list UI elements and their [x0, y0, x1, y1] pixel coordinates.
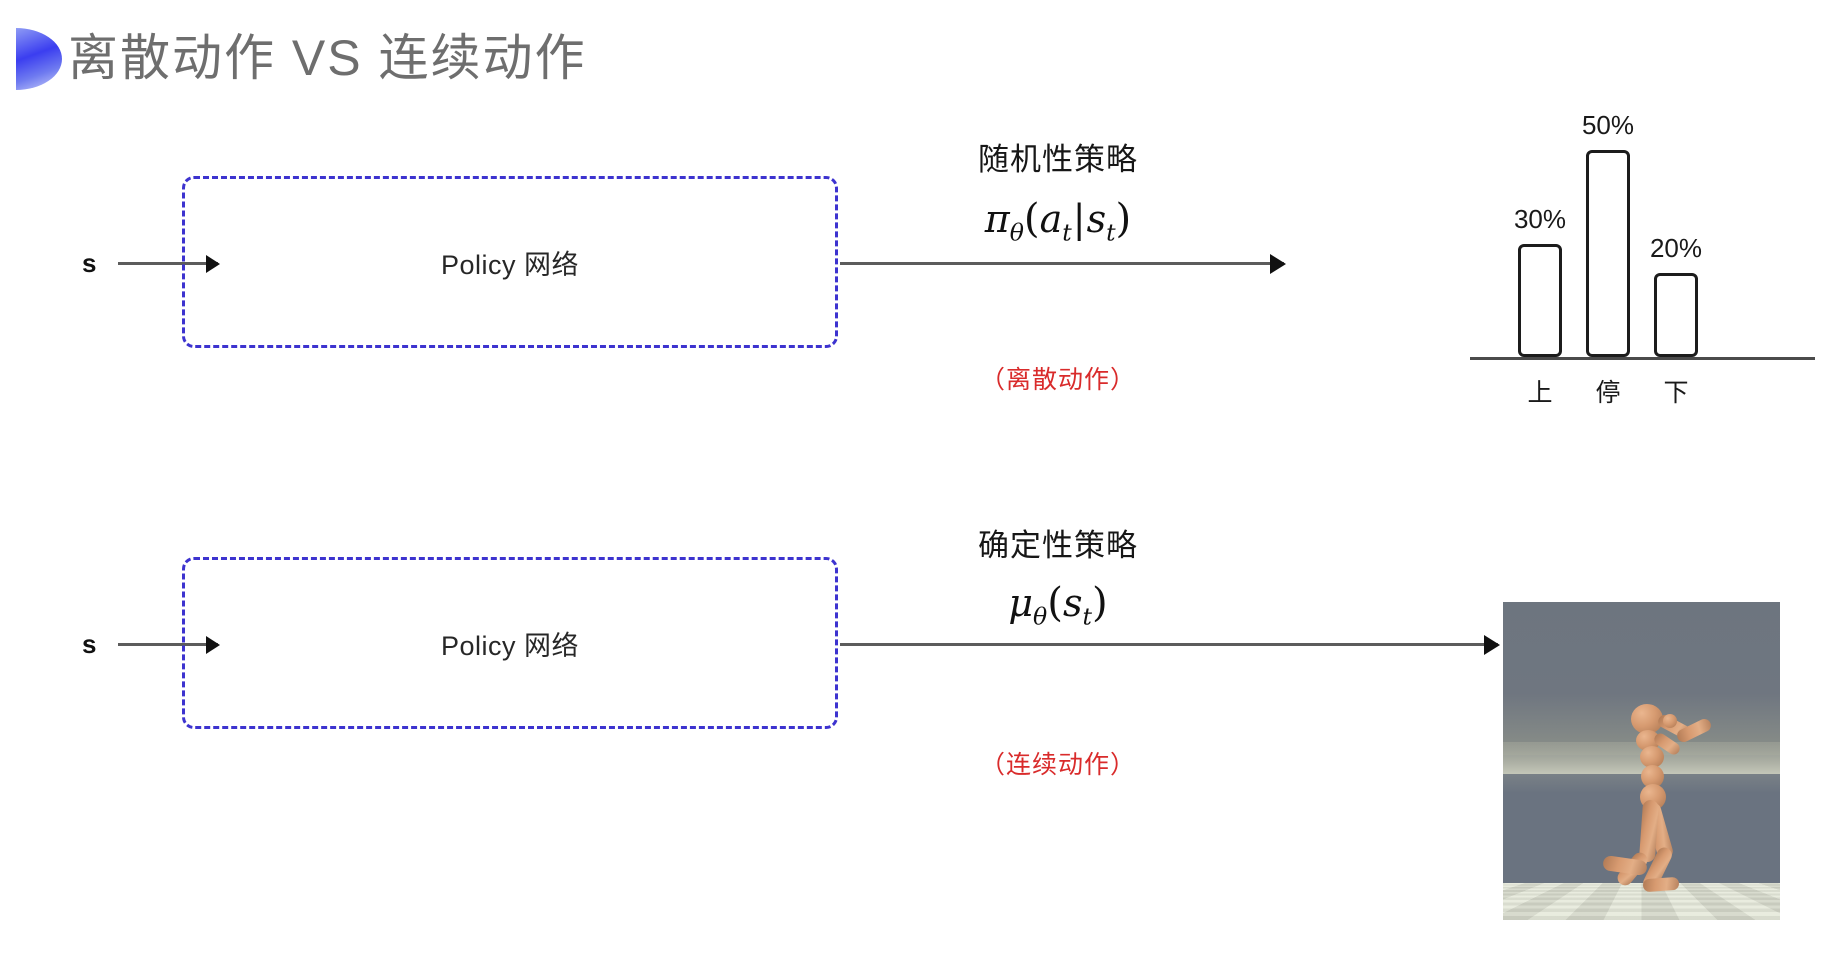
formula-open-paren-discrete: ( [1023, 196, 1040, 242]
input-label-discrete: s [82, 248, 97, 278]
policy-network-box-continuous[interactable]: Policy 网络 [182, 557, 838, 729]
formula-theta-discrete: θ [1009, 218, 1024, 247]
arrow-policy-to-output-continuous [840, 643, 1498, 646]
title-accent-shape [16, 28, 62, 90]
formula-theta-continuous: θ [1033, 602, 1048, 631]
formula-action-discrete: a [1039, 197, 1063, 241]
policy-formula-continuous: μθ(st) [968, 580, 1148, 631]
sim-checkerboard-floor [1503, 882, 1780, 920]
formula-action-sub-discrete: t [1062, 218, 1072, 247]
bar-category-2: 下 [1663, 379, 1689, 407]
bar-category-0: 上 [1527, 379, 1553, 407]
bar-0 [1518, 244, 1562, 357]
bar-value-1: 50% [1581, 110, 1635, 140]
input-label-continuous: s [82, 629, 97, 659]
formula-state-continuous: s [1062, 581, 1083, 625]
formula-state-sub-continuous: t [1082, 602, 1092, 631]
humanoid-torso-upper [1636, 730, 1660, 751]
arrow-input-to-policy-continuous [118, 643, 218, 646]
arrow-policy-to-output-discrete [840, 262, 1284, 265]
formula-state-sub-discrete: t [1106, 218, 1116, 247]
action-probability-bar-chart: 30% 上 50% 停 20% 下 [1470, 108, 1830, 408]
bar-value-0: 30% [1513, 204, 1567, 234]
humanoid-simulation-image [1503, 602, 1780, 920]
annotation-heading-discrete: 随机性策略 [978, 142, 1138, 177]
chart-baseline-axis [1470, 357, 1815, 360]
bar-category-1: 停 [1595, 379, 1621, 407]
bar-2 [1654, 273, 1698, 357]
bar-value-2: 20% [1649, 233, 1703, 263]
formula-close-paren-continuous: ) [1091, 580, 1108, 626]
humanoid-torso-mid [1640, 746, 1664, 768]
formula-fn-discrete: π [984, 197, 1010, 241]
formula-open-paren-continuous: ( [1047, 580, 1063, 626]
humanoid-foot-front [1642, 876, 1680, 893]
bar-1 [1586, 150, 1630, 357]
formula-state-discrete: s [1086, 197, 1107, 241]
formula-fn-continuous: μ [1008, 581, 1034, 625]
policy-formula-discrete: πθ(at|st) [968, 196, 1148, 247]
page-title: 离散动作 VS 连续动作 [68, 30, 587, 86]
policy-network-box-discrete[interactable]: Policy 网络 [182, 176, 838, 348]
humanoid-hand-front [1663, 714, 1677, 728]
action-type-note-discrete: （离散动作） [979, 366, 1136, 394]
arrow-input-to-policy-discrete [118, 262, 218, 265]
action-type-note-continuous: （连续动作） [979, 751, 1136, 779]
humanoid-torso-lower [1641, 765, 1664, 788]
policy-network-label-discrete: Policy 网络 [440, 249, 580, 280]
annotation-heading-continuous: 确定性策略 [978, 528, 1138, 563]
policy-network-label-continuous: Policy 网络 [440, 630, 580, 661]
formula-close-paren-discrete: ) [1115, 196, 1132, 242]
formula-given-bar-discrete: | [1072, 197, 1086, 241]
